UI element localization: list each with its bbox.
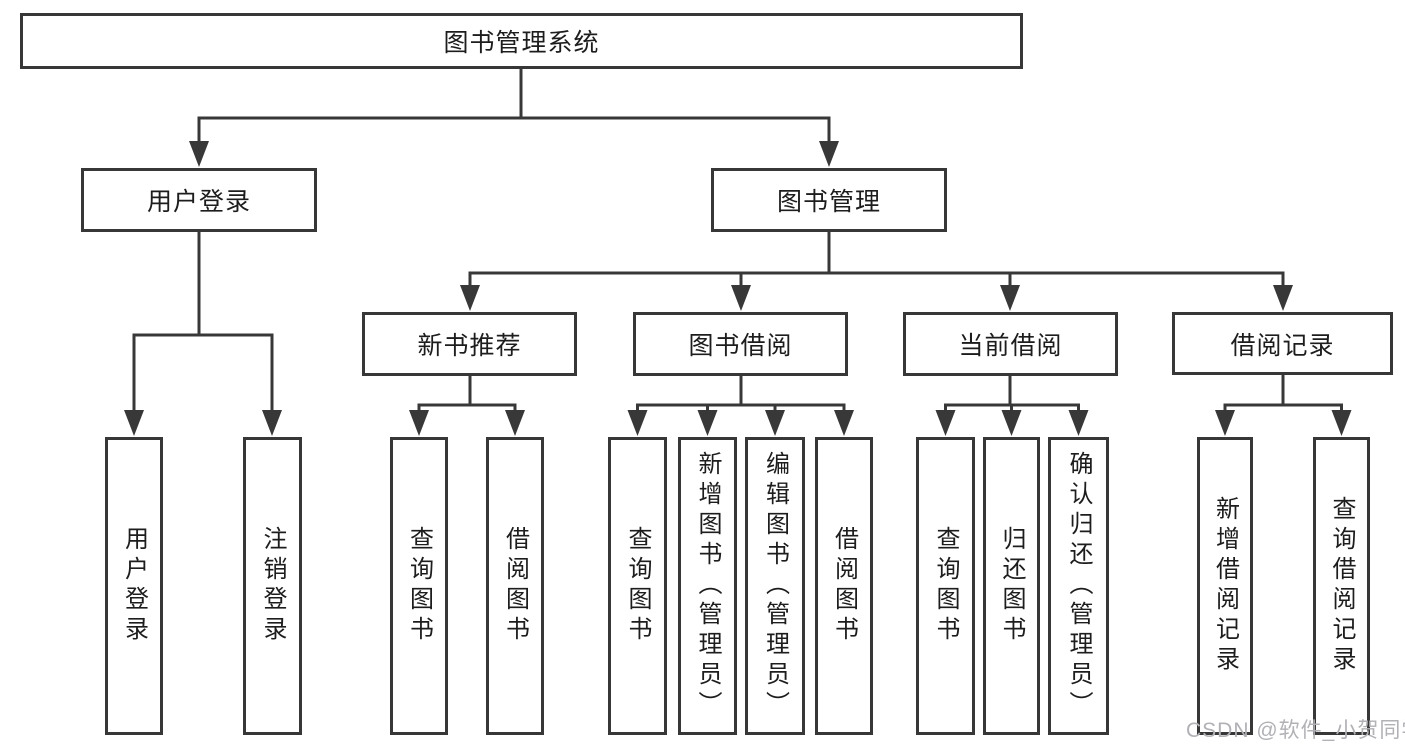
leaf-br-add-record: 新增借阅记录 (1197, 437, 1253, 735)
leaf-bb-query-books: 查询图书 (608, 437, 667, 735)
node-book-management: 图书管理 (711, 168, 947, 232)
leaf-nb-query-books: 查询图书 (390, 437, 448, 735)
leaf-br-query-record: 查询借阅记录 (1313, 437, 1370, 735)
node-current-borrowing: 当前借阅 (903, 312, 1118, 376)
watermark-text: CSDN @软件_小贺同学 (1186, 719, 1405, 742)
leaf-bb-add-books-admin: 新增图书（管理员） (678, 437, 737, 735)
leaf-user-login: 用户登录 (105, 437, 163, 735)
leaf-cb-confirm-return-admin: 确认归还（管理员） (1048, 437, 1109, 735)
node-borrowing-records: 借阅记录 (1172, 312, 1393, 375)
node-library-system: 图书管理系统 (20, 13, 1023, 69)
leaf-bb-edit-books-admin: 编辑图书（管理员） (745, 437, 805, 735)
leaf-nb-borrow-books: 借阅图书 (486, 437, 544, 735)
node-new-book-recommend: 新书推荐 (362, 312, 577, 376)
node-user-login: 用户登录 (81, 168, 317, 232)
leaf-cb-query-books: 查询图书 (916, 437, 975, 735)
leaf-bb-borrow-books: 借阅图书 (815, 437, 873, 735)
leaf-logout: 注销登录 (243, 437, 302, 735)
leaf-cb-return-books: 归还图书 (983, 437, 1040, 735)
node-book-borrowing: 图书借阅 (633, 312, 848, 376)
